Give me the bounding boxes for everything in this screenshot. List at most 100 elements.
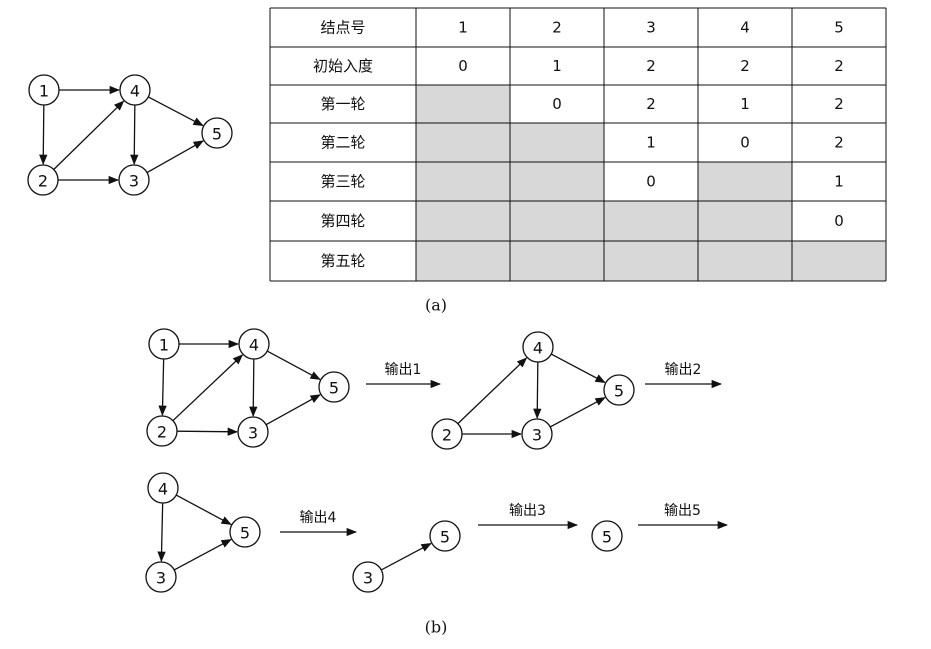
node-label-4: 4 — [249, 336, 259, 355]
table-header-cell: 5 — [834, 19, 844, 37]
shaded-cell — [416, 241, 510, 281]
edge-1-to-2 — [39, 104, 48, 166]
edge-4-to-5 — [266, 350, 321, 380]
node-circle-2 — [146, 415, 178, 447]
step-arrows: 输出1 输出2 输出4 输出3 输出5 — [280, 362, 729, 537]
node-label-2: 2 — [157, 423, 167, 442]
step-label: 输出4 — [300, 510, 337, 526]
node-circle-3 — [145, 561, 177, 593]
shaded-cell — [698, 201, 792, 241]
node-circle-5 — [429, 520, 461, 552]
table-cell: 2 — [646, 95, 656, 113]
table-cell: 2 — [834, 134, 844, 152]
edge-3-to-5 — [549, 396, 606, 428]
step-2: 输出2 — [645, 362, 723, 389]
table-cell: 2 — [834, 57, 844, 75]
shaded-cell — [510, 241, 604, 281]
node-circle-5 — [201, 117, 233, 149]
edge-4-to-3 — [249, 358, 258, 418]
edge-4-to-5 — [550, 353, 606, 384]
table-row-label: 第三轮 — [320, 173, 365, 191]
node-circle-4 — [147, 472, 179, 504]
step-label: 输出5 — [664, 503, 701, 519]
graph-6: 5 — [591, 520, 623, 552]
step-1: 输出1 — [366, 362, 442, 389]
node-circle-1 — [148, 328, 180, 360]
graph-4: 345 — [145, 472, 261, 593]
table-row-label: 第二轮 — [320, 134, 365, 152]
node-label-3: 3 — [363, 569, 373, 588]
step-label: 输出3 — [509, 503, 546, 519]
table-cell: 2 — [834, 95, 844, 113]
node-circle-4 — [522, 331, 554, 363]
edge-2-to-4 — [457, 357, 528, 425]
table-cell: 0 — [646, 173, 656, 191]
shaded-cell — [792, 241, 886, 281]
node-label-5: 5 — [440, 528, 450, 547]
table-cell: 2 — [740, 57, 750, 75]
shaded-cell — [416, 201, 510, 241]
node-label-3: 3 — [129, 172, 139, 191]
step-label: 输出2 — [665, 362, 702, 378]
table-row-label: 第一轮 — [320, 95, 365, 113]
edge-4-to-3 — [533, 361, 542, 420]
shaded-cell — [416, 85, 510, 123]
node-label-1: 1 — [159, 336, 169, 355]
node-circle-3 — [521, 418, 553, 450]
node-circle-2 — [27, 164, 59, 196]
node-circle-5 — [591, 520, 623, 552]
node-label-5: 5 — [240, 524, 250, 543]
table-cell: 0 — [834, 212, 844, 230]
shaded-cell — [416, 162, 510, 201]
table-header-cell: 3 — [646, 19, 656, 37]
table-cell: 0 — [552, 95, 562, 113]
shaded-cell — [604, 201, 698, 241]
table-cell: 1 — [740, 95, 750, 113]
table-cell: 1 — [834, 173, 844, 191]
shaded-cell — [698, 241, 792, 281]
node-label-4: 4 — [130, 82, 140, 101]
node-label-1: 1 — [39, 82, 49, 101]
step-3: 输出4 — [280, 510, 358, 537]
table-row-label: 第四轮 — [320, 212, 365, 230]
node-label-3: 3 — [156, 569, 166, 588]
edge-4-to-5 — [147, 96, 204, 127]
table-header-cell: 2 — [552, 19, 562, 37]
node-circle-5 — [603, 374, 635, 406]
node-label-5: 5 — [602, 528, 612, 547]
edge-4-to-3 — [157, 502, 166, 563]
shaded-cell — [416, 123, 510, 162]
caption-b: (b) — [425, 618, 448, 637]
node-label-3: 3 — [248, 424, 258, 443]
table-cell: 1 — [552, 57, 562, 75]
edge-2-to-4 — [53, 100, 125, 170]
shaded-cell — [510, 201, 604, 241]
node-circle-2 — [431, 418, 463, 450]
table-cell: 0 — [458, 57, 468, 75]
node-circle-3 — [118, 164, 150, 196]
step-label: 输出1 — [385, 362, 422, 378]
table-cell: 2 — [646, 57, 656, 75]
edge-4-to-3 — [130, 104, 139, 166]
shaded-cell — [510, 123, 604, 162]
table-header-cell: 1 — [458, 19, 468, 37]
node-circle-4 — [119, 74, 151, 106]
edge-2-to-4 — [172, 354, 244, 422]
edge-3-to-5 — [173, 538, 232, 571]
table-header-cell: 4 — [740, 19, 750, 37]
table-row-label: 第五轮 — [320, 252, 365, 270]
caption-a: (a) — [425, 296, 447, 315]
node-label-2: 2 — [442, 426, 452, 445]
shaded-cell — [510, 162, 604, 201]
edge-3-to-5 — [265, 394, 321, 426]
edge-1-to-2 — [158, 358, 167, 417]
table-cell: 1 — [646, 134, 656, 152]
table-cell: 0 — [740, 134, 750, 152]
node-label-4: 4 — [533, 339, 543, 358]
node-label-3: 3 — [532, 426, 542, 445]
